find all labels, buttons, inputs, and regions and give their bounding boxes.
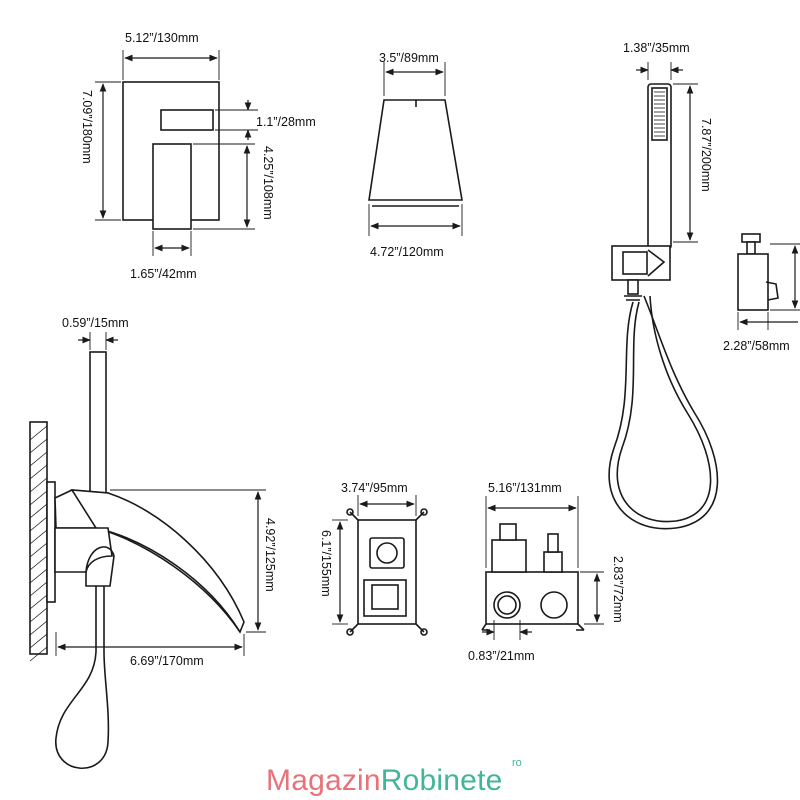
logo-part-magazin: Magazin — [266, 764, 381, 797]
mixer-front-view — [95, 50, 258, 256]
cone-handle-view — [368, 62, 463, 236]
dim-handle-height: 4.25”/108mm — [261, 146, 275, 220]
dim-valve-port: 0.83”/21mm — [468, 649, 535, 663]
dim-handshower-length: 7.87”/200mm — [699, 118, 713, 192]
dim-valve-width: 5.16”/131mm — [488, 481, 562, 495]
dim-handshower-width: 1.38”/35mm — [623, 41, 690, 55]
dim-handle-width: 1.65”/42mm — [130, 267, 197, 281]
dim-valve-height: 2.83”/72mm — [611, 556, 625, 623]
valve-body-view — [481, 496, 604, 640]
concealed-box-view — [332, 495, 428, 636]
dim-bracket-width: 2.28”/58mm — [723, 339, 790, 353]
logo-part-robinete: Robinete — [381, 764, 503, 797]
dim-spout-pipe: 0.59”/15mm — [62, 316, 129, 330]
brand-logo: MagazinRobinete ro — [266, 757, 522, 797]
logo-suffix: ro — [512, 757, 522, 769]
dim-mixer-width: 5.12”/130mm — [125, 31, 199, 45]
dim-spout-drop: 4.92”/125mm — [263, 518, 277, 592]
dim-cone-top: 3.5”/89mm — [379, 51, 439, 65]
bracket-side-view — [737, 233, 800, 330]
dim-mixer-height: 7.09”/180mm — [80, 90, 94, 164]
dim-box-height: 6.1”/155mm — [319, 530, 333, 597]
spout-side-view — [29, 332, 266, 769]
dim-cone-bottom: 4.72”/120mm — [370, 245, 444, 259]
dim-handle-offset: 1.1”/28mm — [256, 115, 316, 129]
dim-box-width: 3.74”/95mm — [341, 481, 408, 495]
dim-spout-reach: 6.69”/170mm — [130, 654, 204, 668]
svg-text:MagazinRobinete: MagazinRobinete — [266, 764, 503, 797]
hand-shower-view — [608, 62, 719, 530]
